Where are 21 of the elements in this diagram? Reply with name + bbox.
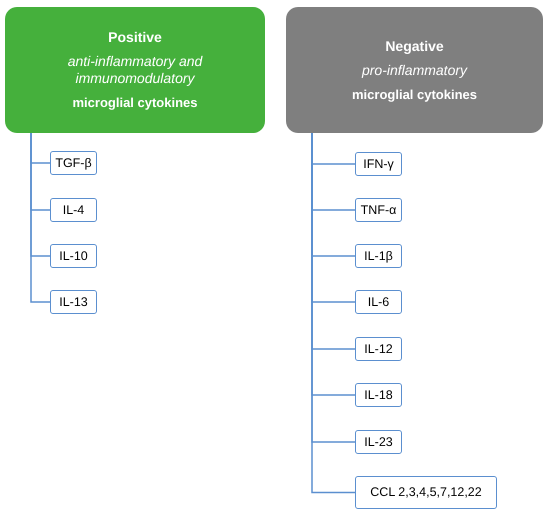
cytokine-label: IL-23: [355, 430, 402, 454]
cytokine-label: IL-13: [50, 290, 97, 314]
cytokine-label: TNF-α: [355, 198, 402, 222]
connector-line: [30, 133, 50, 303]
category-text: microglial cytokines: [352, 86, 477, 104]
subtitle-text: anti-inflammatory and immunomodulatory: [66, 53, 204, 87]
cytokine-label: IFN-γ: [355, 152, 402, 176]
cytokine-label: IL-1β: [355, 244, 402, 268]
cytokine-label: IL-18: [355, 383, 402, 407]
heading-text: Positive: [108, 28, 162, 46]
category-header-panel: [5, 7, 265, 133]
cytokine-label: IL-12: [355, 337, 402, 361]
cytokine-label: IL-6: [355, 290, 402, 314]
category-header-panel: [286, 7, 543, 133]
subtitle-text: pro-inflammatory: [362, 62, 468, 78]
cytokine-label: CCL 2,3,4,5,7,12,22: [355, 476, 497, 509]
category-text: microglial cytokines: [72, 94, 198, 112]
cytokine-label: IL-4: [50, 198, 97, 222]
cytokine-label: IL-10: [50, 244, 97, 268]
cytokine-label: TGF-β: [50, 151, 97, 175]
heading-text: Negative: [385, 36, 444, 54]
